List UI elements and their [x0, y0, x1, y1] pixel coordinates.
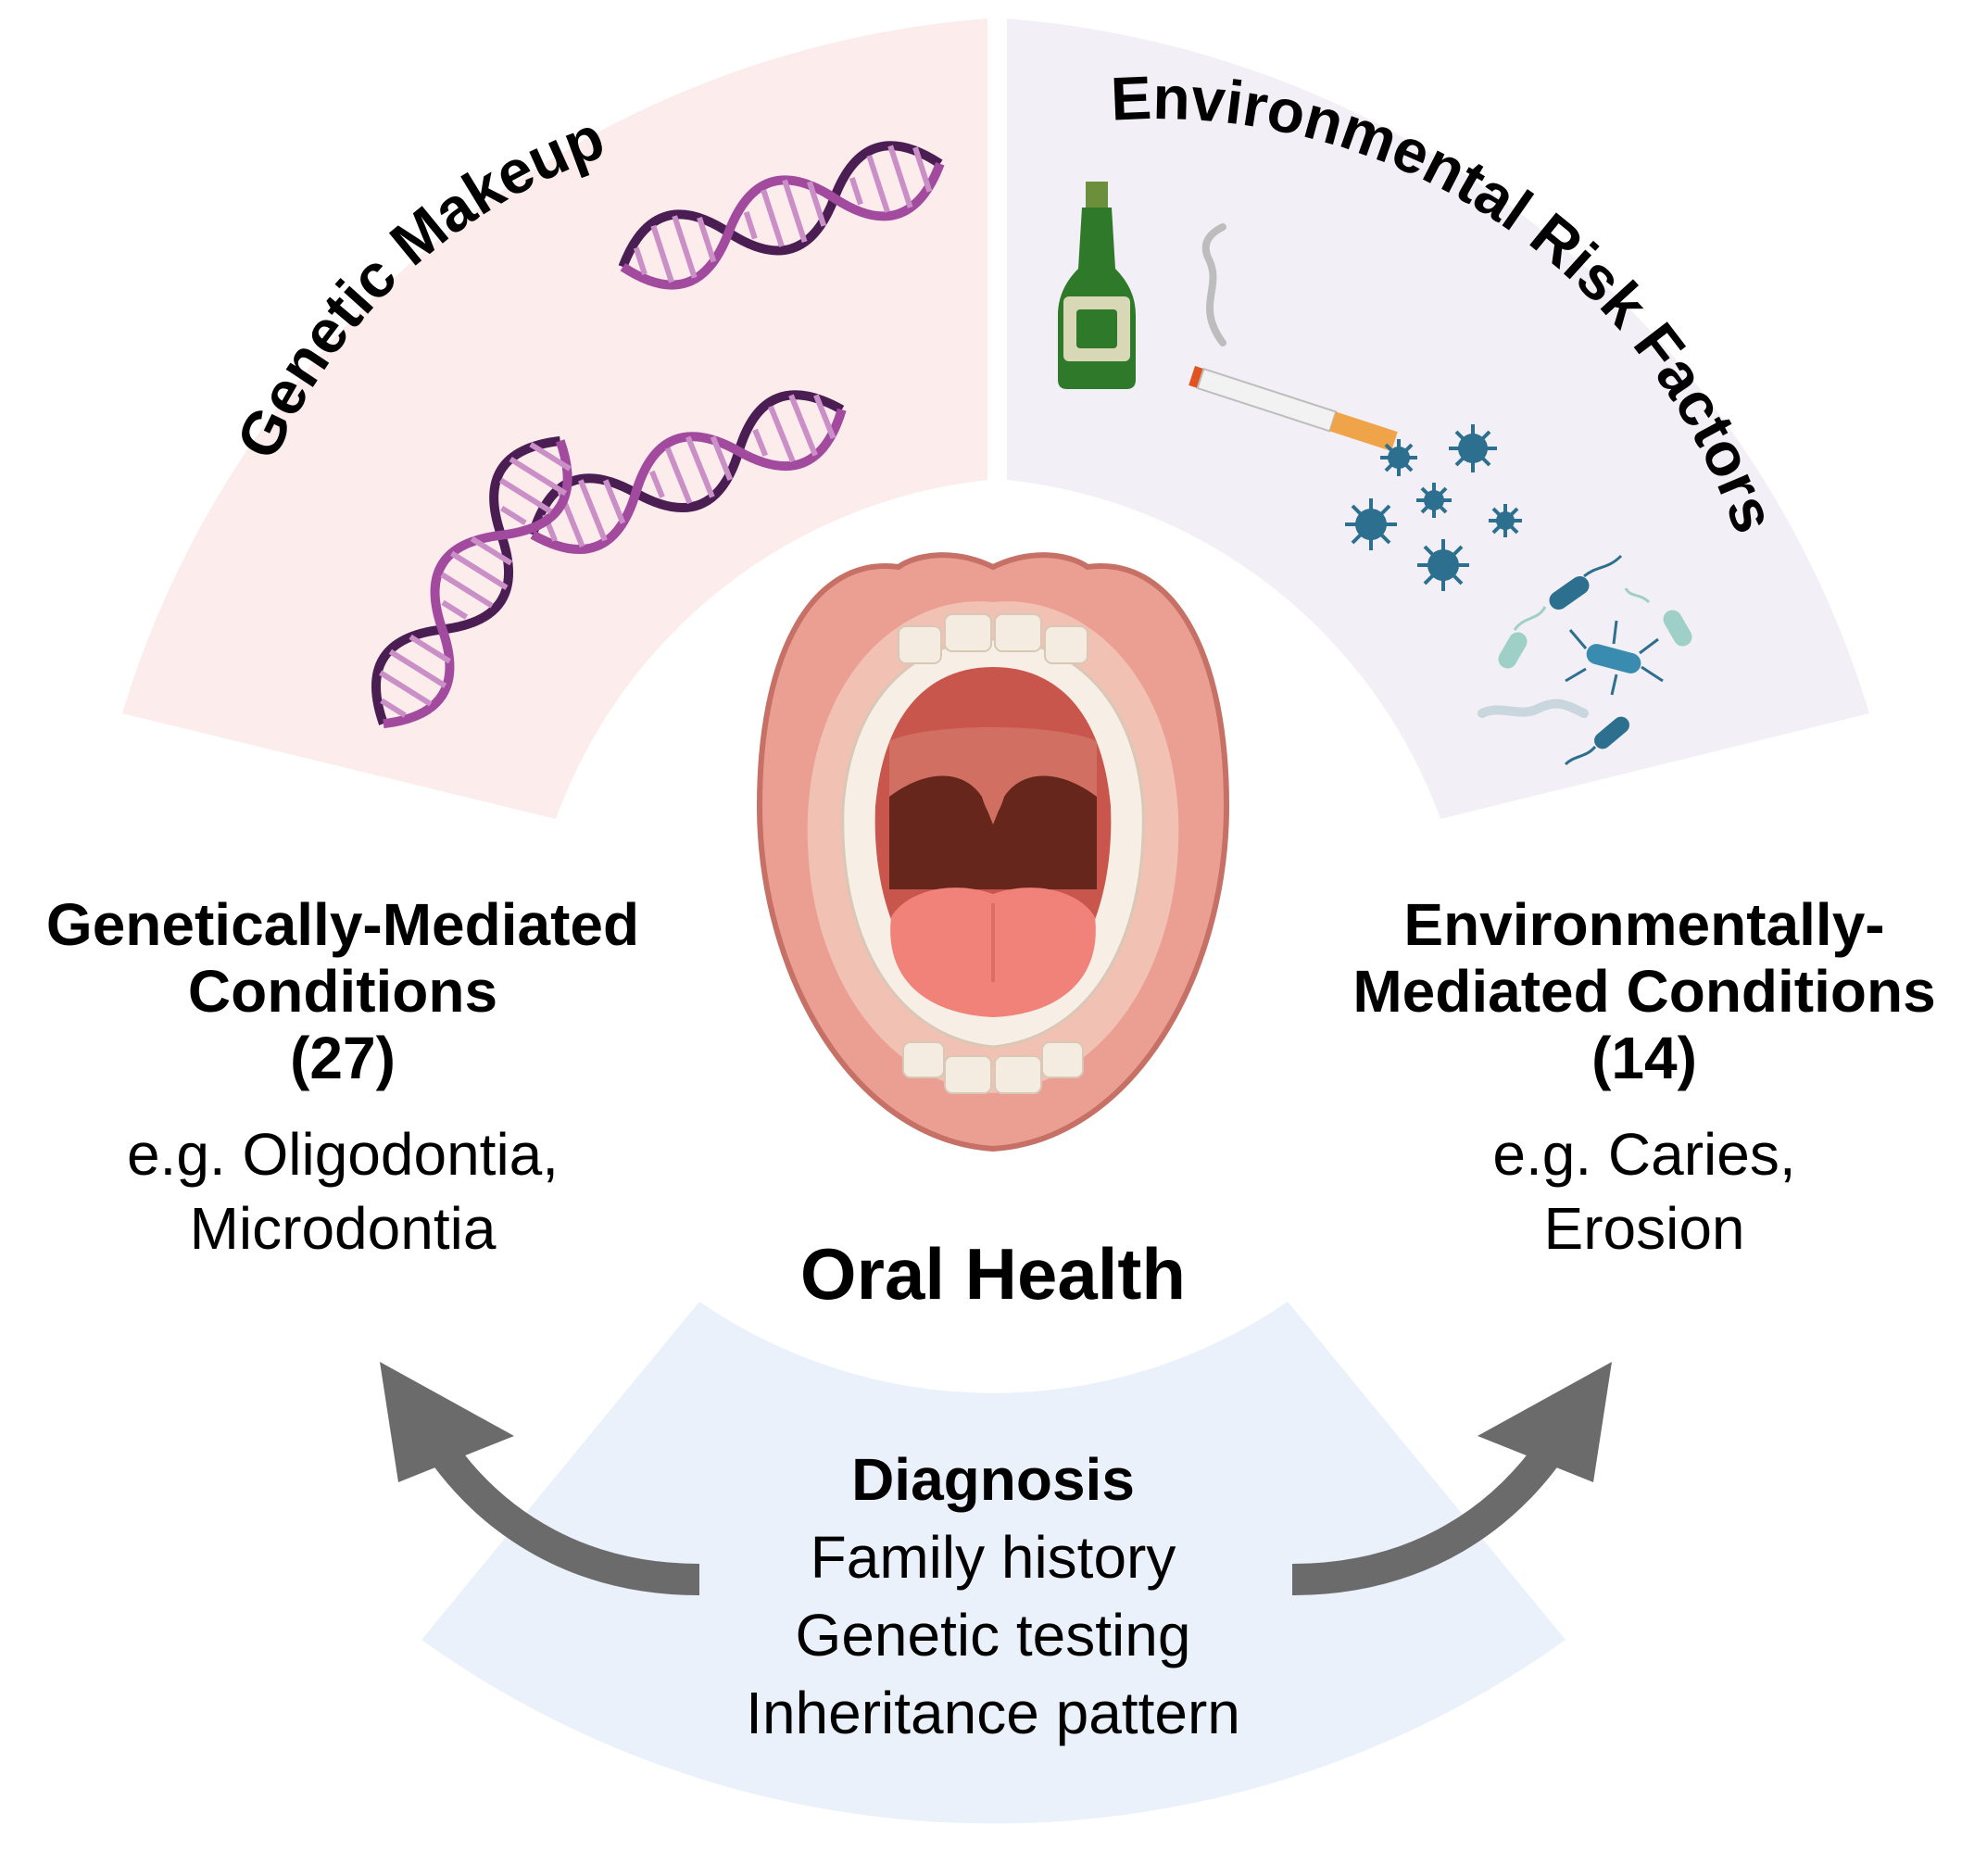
- environmental-conditions-block: Environmentally- Mediated Conditions (14…: [1302, 891, 1987, 1265]
- beer-bottle-icon: [1058, 182, 1136, 389]
- dna-helix-icon: [371, 435, 572, 729]
- environmental-sector: [1007, 19, 1869, 819]
- diagnosis-block: Diagnosis Family history Genetic testing…: [623, 1441, 1364, 1752]
- dna-helix-icon: [618, 141, 945, 290]
- genetic-count: (27): [290, 1025, 396, 1091]
- left-arrow-icon: [380, 1362, 700, 1595]
- genetic-conditions-block: Genetically-Mediated Conditions (27) e.g…: [0, 891, 685, 1265]
- genetic-heading-line2: Conditions: [187, 958, 498, 1025]
- environmental-example-line1: e.g. Caries,: [1492, 1121, 1796, 1188]
- diagnosis-item: Inheritance pattern: [746, 1680, 1240, 1746]
- cigarette-icon: [1188, 223, 1398, 451]
- diagnosis-title: Diagnosis: [851, 1446, 1135, 1513]
- virus-spikes-icon: [1345, 424, 1522, 591]
- genetic-example-line2: Microdontia: [189, 1195, 497, 1262]
- bacteria-icon: [1478, 554, 1692, 766]
- diagnosis-item: Family history: [810, 1524, 1176, 1591]
- center-title: Oral Health: [799, 1233, 1187, 1315]
- genetic-example-line1: e.g. Oligodontia,: [126, 1121, 560, 1188]
- environmental-heading-line1: Environmentally-: [1403, 891, 1885, 958]
- environmental-example-line2: Erosion: [1543, 1195, 1745, 1262]
- environmental-heading-line2: Mediated Conditions: [1352, 958, 1936, 1025]
- right-arrow-icon: [1291, 1362, 1612, 1595]
- open-mouth-illustration: [756, 552, 1230, 1152]
- diagnosis-sector: [421, 1302, 1566, 1824]
- environmental-count: (14): [1591, 1025, 1697, 1091]
- diagnosis-item: Genetic testing: [795, 1602, 1191, 1668]
- genetic-heading-line1: Genetically-Mediated: [45, 891, 640, 958]
